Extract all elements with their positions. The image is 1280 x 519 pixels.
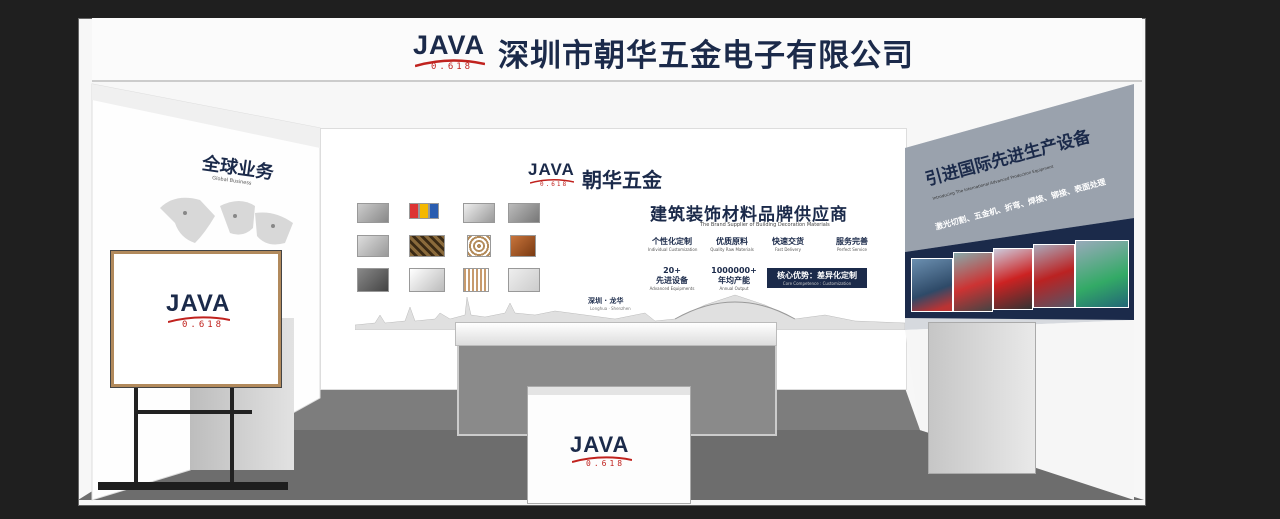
service-sub: Quality Raw Materials <box>710 247 754 252</box>
header-fascia <box>92 18 1142 82</box>
stat-label: 先进设备 <box>656 276 688 285</box>
stat-sub: Advanced Equipments <box>649 286 695 291</box>
product-tile <box>409 235 445 257</box>
product-tile <box>357 203 389 223</box>
core-advantage-box: 核心优势：差异化定制 Core Competence : Customizati… <box>767 268 867 288</box>
header-logo-text: JAVA <box>413 30 486 60</box>
product-tile <box>357 235 389 257</box>
world-map-icon <box>160 197 293 245</box>
service-sub: Fast Delivery <box>775 247 801 252</box>
core-advantage-text: 核心优势：差异化定制 <box>777 271 857 280</box>
tv-logo-swoosh-icon <box>168 316 230 323</box>
header-logo-sub: 0.618 <box>431 62 474 72</box>
product-tile <box>357 268 389 292</box>
service-title: 优质原料 <box>716 237 748 246</box>
company-name: 深圳市朝华五金电子有限公司 <box>498 38 914 74</box>
header-logo: JAVA 0.618 <box>413 30 493 74</box>
product-tile <box>419 203 429 219</box>
city-label: 深圳 · 龙华 <box>588 297 624 305</box>
equipment-photo <box>1075 240 1129 308</box>
stat-item: 1000000+ 年均产能 Annual Output <box>710 266 758 291</box>
equipment-photo <box>993 248 1033 310</box>
front-counter-swoosh-icon <box>572 456 632 463</box>
front-counter-logo-sub: 0.618 <box>586 459 626 468</box>
service-item: 服务完善 Perfect Service <box>830 236 874 252</box>
product-tile <box>429 203 439 219</box>
product-tile <box>467 235 491 257</box>
product-tile <box>463 203 495 223</box>
tv-logo-sub: 0.618 <box>182 320 225 330</box>
stat-label: 年均产能 <box>718 276 750 285</box>
center-slogan: 建筑装饰材料品牌供应商 <box>650 205 848 225</box>
center-logo: JAVA 0.618 <box>528 160 598 190</box>
product-tile <box>463 268 489 292</box>
tv-stand-leg <box>230 380 234 490</box>
service-title: 服务完善 <box>836 237 868 246</box>
service-sub: Perfect Service <box>836 247 868 252</box>
tv-stand-base <box>98 482 288 490</box>
front-counter-logo: JAVA 0.618 <box>570 432 650 472</box>
equipment-photo <box>911 258 953 312</box>
logo-swoosh-icon <box>415 59 485 68</box>
equipment-photo <box>953 252 993 312</box>
city-label-en: Longhua · Shenzhen <box>590 306 631 311</box>
stat-sub: Annual Output <box>719 286 749 291</box>
right-pedestal <box>928 322 1036 474</box>
front-counter <box>527 386 691 504</box>
front-counter-logo-text: JAVA <box>570 432 630 457</box>
tv-logo-text: JAVA <box>166 290 231 317</box>
center-brand: 朝华五金 <box>582 168 662 192</box>
stat-value: 1000000+ <box>711 266 757 275</box>
tv-stand-shelf <box>134 410 252 414</box>
stat-item: 20+ 先进设备 Advanced Equipments <box>648 266 696 291</box>
equipment-photo <box>1033 244 1075 308</box>
tv-logo: JAVA 0.618 <box>166 290 246 340</box>
product-tile <box>508 203 540 223</box>
product-tile <box>409 268 445 292</box>
product-tile <box>510 235 536 257</box>
tv-screen <box>111 251 281 387</box>
stat-value: 20+ <box>663 266 681 275</box>
city-skyline-icon <box>355 294 905 330</box>
service-item: 快速交货 Fast Delivery <box>766 236 810 252</box>
center-slogan-en: The Brand Supplier of Building Decoratio… <box>700 222 830 228</box>
center-logo-sub: 0.618 <box>540 181 569 188</box>
center-logo-swoosh-icon <box>530 179 574 184</box>
service-title: 快速交货 <box>772 237 804 246</box>
service-item: 优质原料 Quality Raw Materials <box>710 236 754 252</box>
display-table-top <box>455 322 777 346</box>
core-advantage-en: Core Competence : Customization <box>782 281 852 286</box>
center-logo-text: JAVA <box>528 160 575 179</box>
service-sub: Individual Customization <box>648 247 698 252</box>
product-tile <box>409 203 419 219</box>
tv-stand-leg <box>134 380 138 490</box>
product-tile <box>508 268 540 292</box>
service-title: 个性化定制 <box>652 237 692 246</box>
service-item: 个性化定制 Individual Customization <box>648 236 698 252</box>
